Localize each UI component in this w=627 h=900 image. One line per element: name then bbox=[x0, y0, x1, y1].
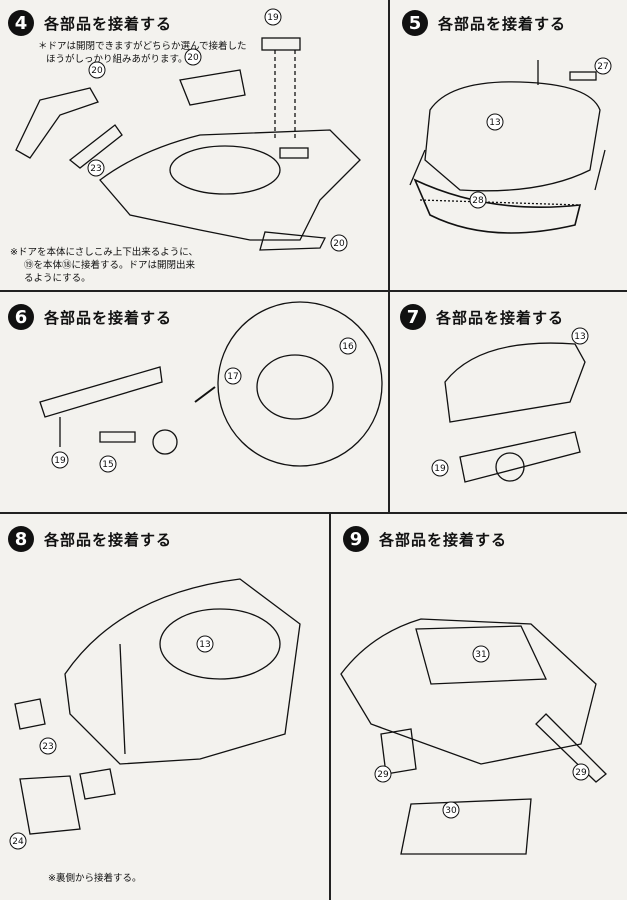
step-7-diagram: 13 19 bbox=[431, 327, 589, 483]
callout-20: 20 bbox=[91, 66, 103, 76]
callout-28: 28 bbox=[472, 196, 484, 206]
step-title: 各部品を接着する bbox=[44, 14, 173, 33]
callout-20: 20 bbox=[187, 53, 199, 63]
note-line: るようにする。 bbox=[24, 273, 91, 284]
step-title: 各部品を接着する bbox=[438, 14, 567, 33]
step-5-diagram: 27 13 28 bbox=[409, 57, 612, 234]
callout-19: 19 bbox=[267, 13, 279, 23]
vertical-divider-bottom bbox=[329, 512, 331, 900]
callout-23: 23 bbox=[90, 164, 101, 174]
step-5-heading: 5 各部品を接着する bbox=[402, 10, 566, 36]
vertical-divider-top bbox=[388, 0, 390, 512]
step-6-heading: 6 各部品を接着する bbox=[8, 304, 172, 330]
callout-24: 24 bbox=[12, 837, 24, 847]
callout-19: 19 bbox=[54, 456, 66, 466]
step-7-heading: 7 各部品を接着する bbox=[400, 304, 564, 330]
step-4-panel: 4 各部品を接着する ＊ドアは開閉できますがどちらか選んで接着した ほうがしっか… bbox=[0, 0, 388, 290]
step-number: 5 bbox=[402, 10, 428, 36]
step-6-panel: 6 各部品を接着する 17 16 19 15 bbox=[0, 292, 388, 512]
callout-20: 20 bbox=[333, 239, 345, 249]
note-line: ⑲を本体⑱に接着する。ドアは開閉出来 bbox=[24, 260, 196, 271]
step-title: 各部品を接着する bbox=[44, 308, 173, 327]
horizontal-divider-2 bbox=[0, 512, 627, 514]
horizontal-divider-1 bbox=[0, 290, 627, 292]
callout-29: 29 bbox=[377, 770, 389, 780]
step-4-heading: 4 各部品を接着する bbox=[8, 10, 172, 36]
callout-13: 13 bbox=[489, 118, 500, 128]
step-title: 各部品を接着する bbox=[379, 530, 508, 549]
step-number: 7 bbox=[400, 304, 426, 330]
note-line: ほうがしっかり組みあがります。 bbox=[46, 54, 188, 65]
callout-13: 13 bbox=[199, 640, 210, 650]
step-title: 各部品を接着する bbox=[44, 530, 173, 549]
step-8-heading: 8 各部品を接着する bbox=[8, 526, 172, 552]
step-number: 4 bbox=[8, 10, 34, 36]
callout-13: 13 bbox=[574, 332, 585, 342]
step-8-panel: 8 各部品を接着する 13 23 24 ※裏側から接着する。 bbox=[0, 514, 329, 900]
step-4-diagram: 19 20 20 23 20 bbox=[15, 8, 361, 252]
step-number: 9 bbox=[343, 526, 369, 552]
callout-31: 31 bbox=[475, 650, 486, 660]
step-title: 各部品を接着する bbox=[436, 308, 565, 327]
callout-29: 29 bbox=[575, 768, 587, 778]
note-line: ※ドアを本体にさしこみ上下出来るように、 bbox=[10, 247, 198, 258]
callout-15: 15 bbox=[102, 460, 113, 470]
step-5-panel: 5 各部品を接着する 27 13 28 bbox=[390, 0, 627, 290]
step-8-note: ※裏側から接着する。 bbox=[48, 873, 142, 884]
callout-17: 17 bbox=[227, 372, 238, 382]
callout-30: 30 bbox=[445, 806, 457, 816]
note-line: ＊ドアは開閉できますがどちらか選んで接着した bbox=[38, 41, 247, 52]
step-number: 6 bbox=[8, 304, 34, 330]
callout-27: 27 bbox=[597, 62, 608, 72]
step-8-diagram: 13 23 24 bbox=[9, 578, 301, 850]
step-6-diagram: 17 16 19 15 bbox=[39, 301, 383, 473]
callout-16: 16 bbox=[342, 342, 354, 352]
step-4-note-bottom: ※ドアを本体にさしこみ上下出来るように、 ⑲を本体⑱に接着する。ドアは開閉出来 … bbox=[10, 246, 198, 285]
step-4-note-top: ＊ドアは開閉できますがどちらか選んで接着した ほうがしっかり組みあがります。 bbox=[38, 40, 247, 66]
step-9-panel: 9 各部品を接着する 31 29 29 30 bbox=[331, 514, 627, 900]
callout-23: 23 bbox=[42, 742, 53, 752]
step-7-panel: 7 各部品を接着する 13 19 bbox=[390, 292, 627, 512]
step-number: 8 bbox=[8, 526, 34, 552]
step-9-diagram: 31 29 29 30 bbox=[340, 618, 607, 855]
callout-19: 19 bbox=[434, 464, 446, 474]
step-9-heading: 9 各部品を接着する bbox=[343, 526, 507, 552]
